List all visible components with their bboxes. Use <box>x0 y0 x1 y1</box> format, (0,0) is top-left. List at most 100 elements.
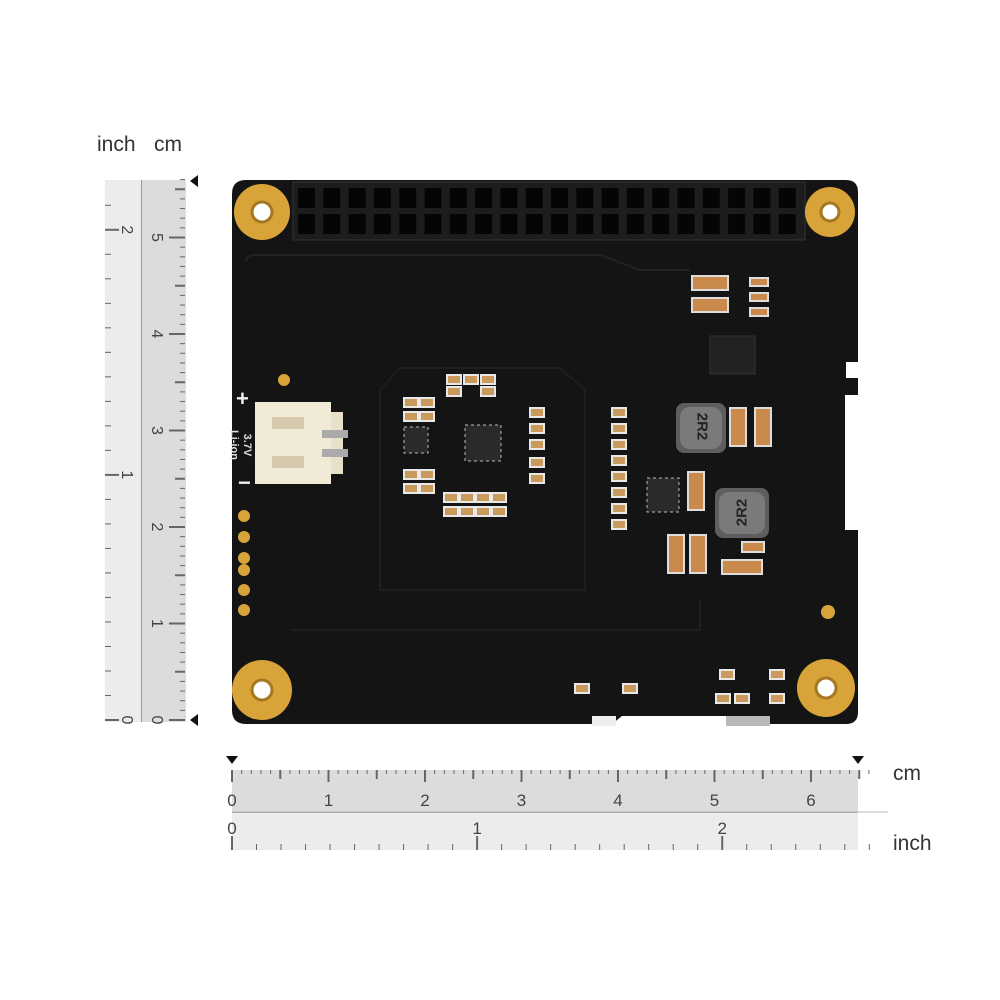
header-pin-socket <box>728 214 746 234</box>
smd-resistor <box>419 469 435 480</box>
smd-resistor <box>459 492 475 503</box>
inductor-1-label: 2R2 <box>693 412 711 441</box>
capacitor <box>687 471 705 511</box>
smd-resistor <box>611 439 627 450</box>
battery-connector <box>255 402 348 484</box>
smd-resistor <box>529 439 545 450</box>
vertical-inch-tick-label: 2 <box>118 225 135 234</box>
mounting-hole-br <box>797 659 855 717</box>
horizontal-inch-tick-label: 2 <box>717 819 726 838</box>
header-pin-socket <box>525 188 543 208</box>
usb-connector <box>726 716 770 726</box>
led-connector <box>592 716 616 726</box>
header-pin-socket <box>551 188 568 208</box>
vertical-ruler-inch-strip <box>105 180 141 722</box>
smd-resistor <box>611 407 627 418</box>
header-pin-socket <box>500 214 518 234</box>
smd-resistor <box>529 457 545 468</box>
smd-resistor <box>475 506 491 517</box>
header-pin-socket <box>500 188 518 208</box>
smd-resistor <box>611 519 627 530</box>
capacitor <box>754 407 772 447</box>
capacitor <box>667 534 685 574</box>
horizontal-cm-tick-label: 0 <box>227 791 236 810</box>
horizontal-cm-tick-label: 4 <box>613 791 622 810</box>
vertical-ruler-inch-label: inch <box>97 133 136 156</box>
capacitor <box>749 307 769 317</box>
header-pin-socket <box>677 214 695 234</box>
silk-battery: Li-ion <box>228 430 240 460</box>
header-pin-socket <box>399 214 417 234</box>
header-pin-socket <box>551 214 568 234</box>
smd-resistor <box>403 411 419 422</box>
smd-resistor <box>419 397 435 408</box>
header-pin-socket <box>475 188 493 208</box>
side-pads <box>238 510 250 616</box>
header-pin-socket <box>298 188 315 208</box>
header-pin-socket <box>298 214 315 234</box>
vertical-inch-tick-label: 0 <box>118 716 135 725</box>
smd-resistor <box>443 492 459 503</box>
gpio-header <box>292 181 806 241</box>
horizontal-ruler-inch-strip <box>232 813 858 850</box>
smd-resistor <box>446 386 462 397</box>
vertical-cm-tick-label: 2 <box>148 523 165 532</box>
header-pin-socket <box>399 188 417 208</box>
header-pin-socket <box>449 188 467 208</box>
header-pin-socket <box>348 214 366 234</box>
vertical-cm-tick-label: 4 <box>148 330 165 339</box>
header-pin-socket <box>753 214 771 234</box>
marker-arrow <box>226 756 238 764</box>
smd-resistor <box>463 374 479 385</box>
header-pin-socket <box>449 214 467 234</box>
silk-minus: − <box>238 470 251 495</box>
smd-resistor <box>769 693 785 704</box>
smd-resistor <box>611 503 627 514</box>
header-pin-socket <box>424 188 442 208</box>
capacitor <box>721 559 763 575</box>
horizontal-cm-tick-label: 3 <box>517 791 526 810</box>
smd-resistor <box>611 455 627 466</box>
marker-arrow <box>852 756 864 764</box>
header-pin-socket <box>652 214 670 234</box>
header-pin-socket <box>702 188 720 208</box>
qfn-chip-1 <box>464 424 502 462</box>
regulator-chip <box>709 335 756 375</box>
header-pin-socket <box>475 214 493 234</box>
smd-resistor <box>403 483 419 494</box>
smd-resistor <box>715 693 731 704</box>
mounting-hole-tr <box>805 187 855 237</box>
header-pin-socket <box>753 188 771 208</box>
capacitor <box>691 297 729 313</box>
capacitor <box>689 534 707 574</box>
header-pin-socket <box>626 214 644 234</box>
smd-resistor <box>611 487 627 498</box>
vertical-ruler-cm-label: cm <box>154 133 182 156</box>
mounting-hole-tl <box>234 184 290 240</box>
horizontal-ruler-inch-label: inch <box>893 832 932 855</box>
capacitor <box>729 407 747 447</box>
vertical-ruler-cm-strip <box>141 180 186 722</box>
horizontal-ruler-cm-label: cm <box>893 762 921 785</box>
horizontal-cm-tick-label: 5 <box>710 791 719 810</box>
vertical-inch-tick-label: 1 <box>118 470 135 479</box>
header-pin-socket <box>323 214 341 234</box>
vertical-cm-tick-label: 5 <box>148 233 165 242</box>
smd-resistor <box>769 669 785 680</box>
smd-resistor <box>446 374 462 385</box>
header-pin-socket <box>424 214 442 234</box>
horizontal-inch-tick-label: 0 <box>227 819 236 838</box>
smd-resistor <box>529 423 545 434</box>
header-pin-socket <box>323 188 341 208</box>
smd-resistor <box>491 506 507 517</box>
horizontal-cm-tick-label: 6 <box>806 791 815 810</box>
header-pin-socket <box>778 214 796 234</box>
header-pin-socket <box>525 214 543 234</box>
vertical-cm-tick-label: 1 <box>148 619 165 628</box>
header-pin-socket <box>373 214 391 234</box>
header-pin-socket <box>728 188 746 208</box>
smd-resistor <box>475 492 491 503</box>
inductor-1 <box>676 403 726 453</box>
